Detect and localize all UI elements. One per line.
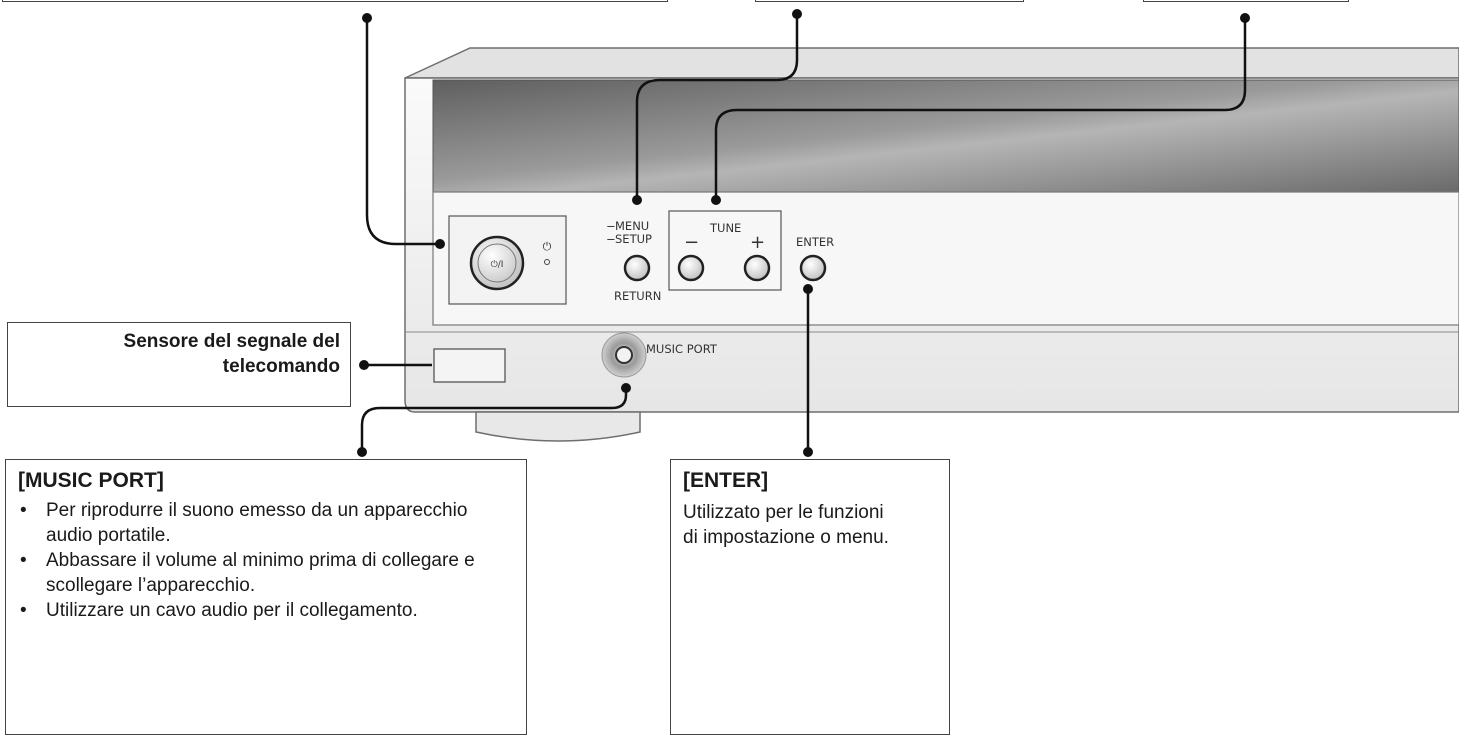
callout-tune-partial <box>1143 0 1349 2</box>
sensor-text: Sensore del segnale del telecomando <box>123 331 340 377</box>
leader-lines <box>360 14 1247 452</box>
menu-dash: − <box>606 219 616 233</box>
tune-plus-button <box>743 254 771 282</box>
setup-dash: − <box>606 232 616 246</box>
standby-indicator-icon <box>544 259 550 265</box>
leader-tune <box>714 18 1247 200</box>
music-port-bullet: Abbassare il volume al minimo prima di c… <box>18 548 514 598</box>
menu-setup-button <box>623 254 651 282</box>
callout-power-partial <box>2 0 668 2</box>
tune-plus-label: + <box>750 232 765 253</box>
music-port-label: MUSIC PORT <box>646 342 718 356</box>
tune-minus-button <box>677 254 705 282</box>
display-window <box>432 79 1459 193</box>
leader-music-port <box>360 388 628 452</box>
menu-label: MENU <box>615 219 649 233</box>
tune-minus-label: − <box>684 232 699 253</box>
enter-button <box>799 254 827 282</box>
leader-power <box>365 18 440 246</box>
music-port-bullets: Per riprodurre il suono emesso da un app… <box>18 498 514 623</box>
device-top-surface <box>404 47 1459 79</box>
callout-enter: [ENTER] Utilizzato per le funzioni di im… <box>670 459 950 735</box>
tune-group-frame <box>668 210 782 291</box>
music-port-title: [MUSIC PORT] <box>18 469 164 492</box>
device-foot <box>475 411 641 442</box>
enter-description: Utilizzato per le funzioni di impostazio… <box>683 502 889 548</box>
callout-music-port: [MUSIC PORT] Per riprodurre il suono eme… <box>5 459 527 735</box>
power-symbol-icon: ⏻ <box>543 241 552 253</box>
tune-label: TUNE <box>709 221 741 235</box>
control-panel <box>432 191 1459 326</box>
callout-sensor: Sensore del segnale del telecomando <box>7 322 351 407</box>
enter-label: ENTER <box>796 235 834 249</box>
power-button <box>469 235 525 291</box>
music-port-bullet: Utilizzare un cavo audio per il collegam… <box>18 598 514 623</box>
music-port-bullet: Per riprodurre il suono emesso da un app… <box>18 498 514 548</box>
leader-dots <box>357 9 1250 457</box>
callout-menu-partial <box>755 0 1024 2</box>
leader-menu <box>635 14 799 200</box>
enter-title: [ENTER] <box>683 469 769 492</box>
return-label: RETURN <box>614 289 661 303</box>
setup-label: SETUP <box>615 232 652 246</box>
remote-sensor-window <box>433 348 506 383</box>
power-button-label: ⏻/I <box>491 259 504 270</box>
